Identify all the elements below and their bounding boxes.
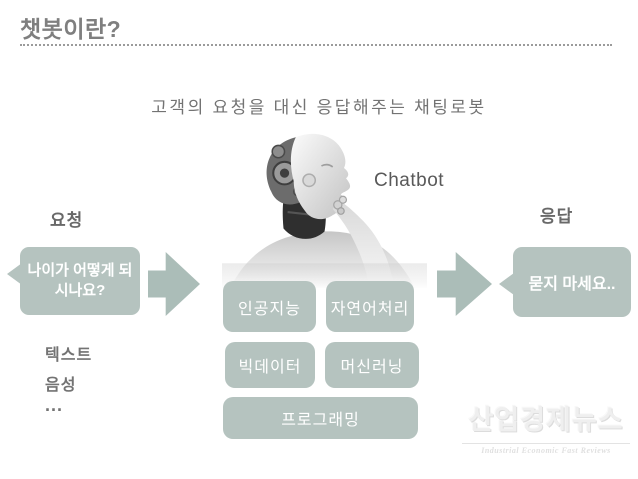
chatbot-caption: Chatbot bbox=[374, 170, 445, 191]
request-label: 요청 bbox=[50, 211, 84, 230]
watermark-korean-text: 산업경제뉴스 bbox=[468, 405, 624, 435]
response-bubble-tail bbox=[499, 273, 514, 295]
tech-box-nlp: 자연어처리 bbox=[326, 281, 414, 332]
input-channel-text: 텍스트 bbox=[45, 347, 93, 364]
page-title: 챗봇이란? bbox=[20, 16, 122, 42]
response-speech-bubble: 묻지 마세요.. bbox=[513, 247, 631, 317]
request-bubble-text: 나이가 어떻게 되시나요? bbox=[27, 261, 133, 299]
tech-box-machine-learning: 머신러닝 bbox=[325, 342, 419, 388]
input-channel-ellipsis: ... bbox=[45, 395, 64, 415]
slide-subtitle: 고객의 요청을 대신 응답해주는 채팅로봇 bbox=[151, 98, 487, 117]
watermark-divider bbox=[462, 443, 630, 445]
response-label: 응답 bbox=[540, 207, 574, 226]
request-speech-bubble: 나이가 어떻게 되시나요? bbox=[20, 247, 140, 315]
tech-box-programming: 프로그래밍 bbox=[223, 397, 418, 439]
watermark-english-text: Industrial Economic Fast Reviews bbox=[481, 446, 611, 456]
tech-box-bigdata: 빅데이터 bbox=[225, 342, 315, 388]
right-arrow-icon bbox=[437, 252, 492, 316]
right-arrow-icon bbox=[148, 252, 200, 316]
title-dotted-divider bbox=[20, 44, 612, 46]
request-bubble-tail bbox=[7, 263, 22, 285]
input-channel-voice: 음성 bbox=[45, 377, 77, 394]
robot-thinking-image bbox=[222, 133, 427, 288]
response-bubble-text: 묻지 마세요.. bbox=[528, 276, 616, 293]
tech-box-ai: 인공지능 bbox=[223, 281, 316, 332]
watermark-logo: 산업경제뉴스 Industrial Economic Fast Reviews bbox=[460, 399, 632, 455]
